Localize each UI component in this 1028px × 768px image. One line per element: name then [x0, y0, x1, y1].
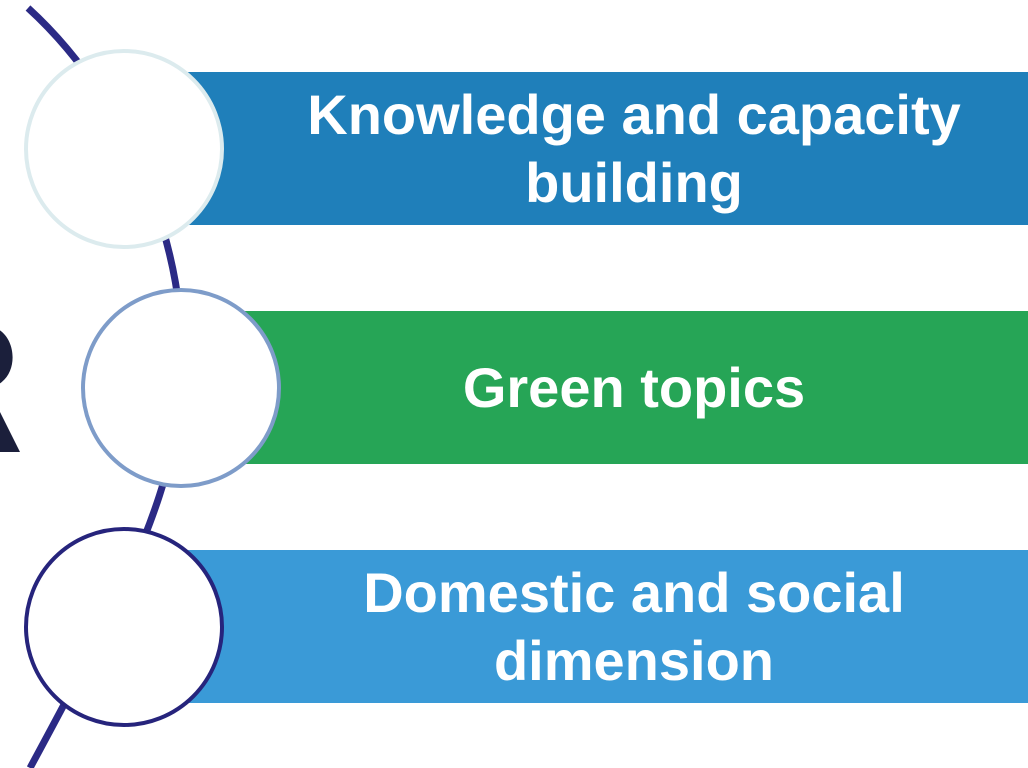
item-label-knowledge: Knowledge and capacity building — [307, 82, 961, 214]
item-label-domestic: Domestic and social dimension — [363, 560, 905, 692]
item-bar-knowledge: Knowledge and capacity building — [180, 72, 1028, 225]
item-circle-knowledge — [24, 49, 224, 249]
item-bar-green: Green topics — [180, 311, 1028, 464]
item-label-green: Green topics — [462, 355, 806, 419]
logo-fragment — [0, 312, 28, 462]
item-circle-domestic — [24, 527, 224, 727]
item-bar-domestic: Domestic and social dimension — [180, 550, 1028, 703]
item-circle-green — [81, 288, 281, 488]
